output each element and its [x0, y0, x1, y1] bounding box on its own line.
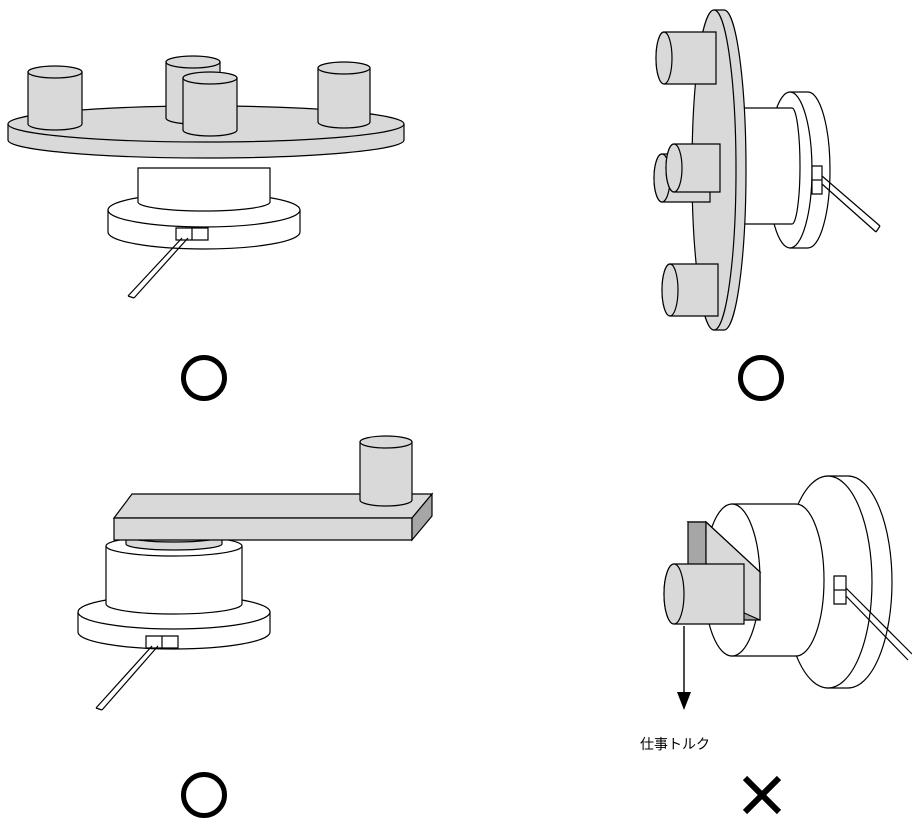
work-torque-label: 仕事トルク: [640, 737, 710, 753]
ng-mark-bottom-right: [739, 772, 785, 818]
figure-bottom-right: [640, 460, 912, 710]
figure-top-left: [0, 0, 420, 310]
ok-mark-bottom-left: [181, 772, 227, 818]
figure-bottom-left: [0, 420, 450, 730]
figure-top-right: [620, 0, 912, 340]
ok-mark-top-right: [738, 355, 784, 401]
ok-mark-top-left: [181, 355, 227, 401]
